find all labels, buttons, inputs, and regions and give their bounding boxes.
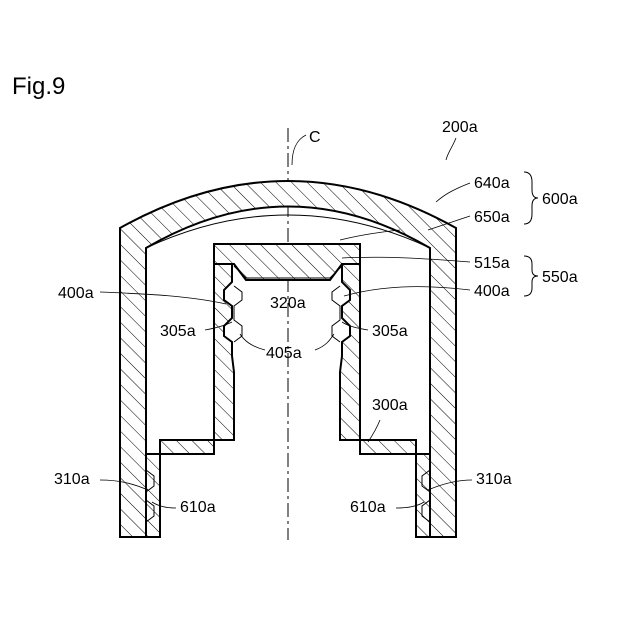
label-c: C — [309, 129, 321, 146]
label-200a: 200a — [442, 119, 478, 136]
label-310a-right: 310a — [476, 471, 512, 488]
container-left-wall — [146, 264, 234, 537]
label-515a: 515a — [474, 255, 510, 272]
label-400a-left: 400a — [58, 285, 94, 302]
label-650a: 650a — [474, 209, 510, 226]
right-thread-305a — [332, 286, 340, 342]
leader-200a — [446, 138, 456, 160]
label-300a: 300a — [372, 397, 408, 414]
leader-405a-left — [240, 334, 265, 350]
center-axis-leader — [292, 135, 306, 165]
label-305a-right: 305a — [372, 323, 408, 340]
inner-cap-top — [214, 244, 360, 280]
leader-640a — [436, 183, 470, 202]
label-305a-left: 305a — [160, 323, 196, 340]
label-400a-right: 400a — [474, 283, 510, 300]
label-550a: 550a — [542, 269, 578, 286]
left-thread-305a — [234, 286, 242, 342]
leader-400a-left — [100, 292, 226, 304]
leader-405a-right — [315, 334, 334, 350]
label-610a-right: 610a — [350, 499, 386, 516]
figure-title: Fig.9 — [12, 73, 65, 100]
label-640a: 640a — [474, 175, 510, 192]
leader-300a — [368, 420, 380, 442]
brace-550a — [524, 256, 538, 296]
label-320a: 320a — [270, 295, 306, 312]
brace-600a — [524, 172, 538, 224]
label-610a-left: 610a — [180, 499, 216, 516]
label-600a: 600a — [542, 191, 578, 208]
leader-top-arrow — [340, 230, 400, 240]
label-310a-left: 310a — [54, 471, 90, 488]
